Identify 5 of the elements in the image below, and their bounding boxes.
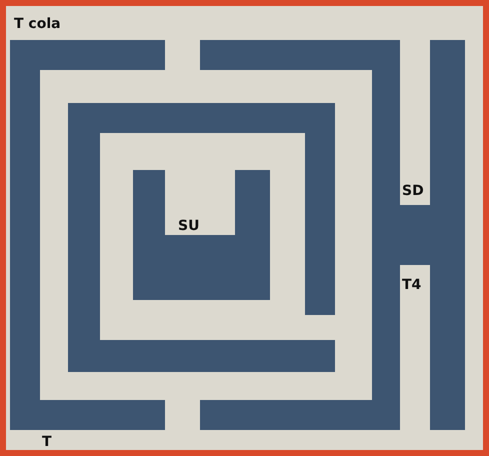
maze-label: T <box>42 434 52 450</box>
maze-label: T4 <box>402 277 422 293</box>
maze-label: SD <box>402 183 424 199</box>
maze-label: SU <box>178 218 200 234</box>
maze-label: T cola <box>14 16 61 32</box>
